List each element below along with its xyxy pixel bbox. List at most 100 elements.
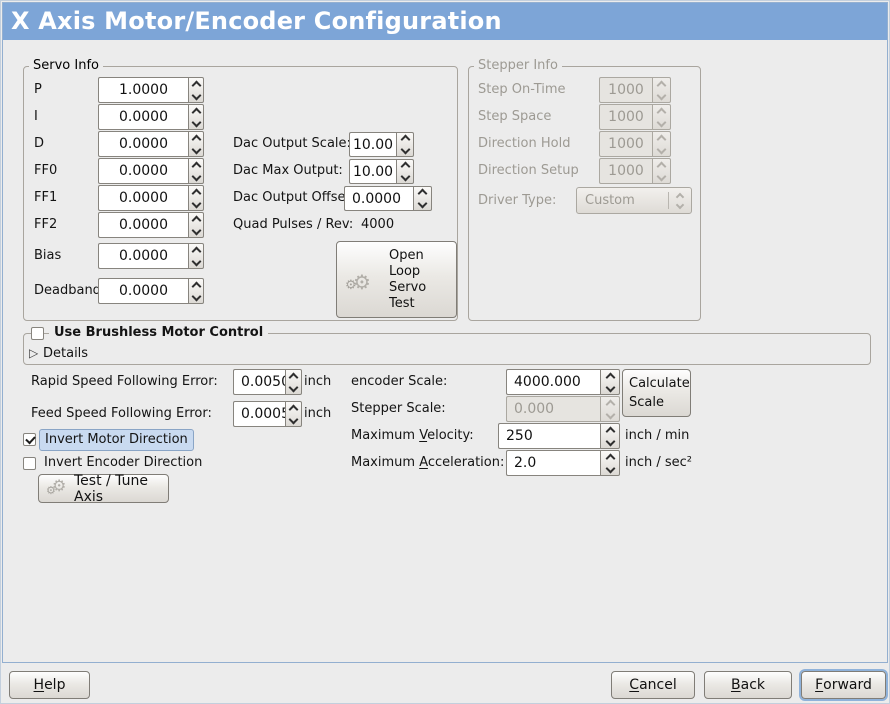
details-label: Details [43, 345, 89, 361]
spin-down-icon[interactable] [189, 256, 203, 268]
spin-up-icon[interactable] [189, 279, 203, 291]
spin-down-icon[interactable] [397, 171, 413, 184]
bias-input[interactable]: 0.0000 [98, 243, 188, 269]
spin-down-icon[interactable] [189, 144, 203, 156]
ff0-input[interactable]: 0.0000 [98, 158, 188, 184]
servo-bias-label: Bias [34, 248, 62, 263]
brushless-checkbox-label[interactable]: Use Brushless Motor Control [49, 325, 269, 341]
rapid-following-error-input[interactable]: 0.0050 [233, 369, 285, 395]
feed-following-error-spinbox[interactable]: 0.0005 [233, 401, 302, 427]
step-space-spinbox: 1000 [599, 104, 671, 130]
spin-down-icon[interactable] [189, 198, 203, 210]
ff2-spinbox[interactable]: 0.0000 [98, 212, 204, 238]
maximum-velocity-input[interactable]: 250 [498, 423, 600, 449]
invert-motor-direction-checkbox[interactable] [23, 433, 36, 446]
brushless-checkbox[interactable] [31, 327, 44, 340]
maximum-velocity-spinbox[interactable]: 250 [498, 423, 620, 449]
i-spinbox[interactable]: 0.0000 [98, 104, 204, 130]
ff1-spinbox[interactable]: 0.0000 [98, 185, 204, 211]
bias-spinbox[interactable]: 0.0000 [98, 243, 204, 269]
test-tune-axis-button[interactable]: Test / Tune Axis [38, 472, 169, 505]
open-loop-button-label: Open Loop Servo Test [389, 247, 427, 311]
deadband-input[interactable]: 0.0000 [98, 278, 188, 304]
encoder-scale-spinbox[interactable]: 4000.000 [506, 369, 620, 395]
rapid-following-error-spinbox[interactable]: 0.0050 [233, 369, 302, 395]
dac-output-offset-spinbox[interactable]: 0.0000 [344, 186, 432, 211]
spin-down-icon[interactable] [189, 225, 203, 237]
spin-down-icon[interactable] [189, 291, 203, 303]
spin-up-icon[interactable] [189, 105, 203, 117]
step-on-time-label: Step On-Time [478, 82, 566, 97]
servo-deadband-label: Deadband [34, 283, 101, 298]
open-loop-servo-test-button[interactable]: Open Loop Servo Test [336, 241, 457, 318]
spin-up-icon[interactable] [189, 244, 203, 256]
details-expander[interactable]: Details [29, 344, 88, 362]
spin-up-icon[interactable] [601, 424, 619, 436]
servo-ff2-label: FF2 [34, 217, 58, 232]
calculate-scale-button[interactable]: Calculate Scale [622, 369, 691, 417]
ff1-input[interactable]: 0.0000 [98, 185, 188, 211]
invert-encoder-direction-label[interactable]: Invert Encoder Direction [44, 455, 203, 470]
spin-down-icon[interactable] [601, 463, 619, 475]
dac-output-offset-input[interactable]: 0.0000 [344, 186, 413, 211]
maximum-acceleration-input[interactable]: 2.0 [506, 450, 600, 476]
invert-encoder-direction-checkbox[interactable] [23, 457, 36, 470]
maximum-acceleration-spinbox[interactable]: 2.0 [506, 450, 620, 476]
spin-up-icon[interactable] [189, 213, 203, 225]
encoder-scale-label: encoder Scale: [351, 374, 448, 389]
title-bar: X Axis Motor/Encoder Configuration [3, 3, 887, 40]
invert-motor-direction-label[interactable]: Invert Motor Direction [39, 429, 194, 451]
encoder-scale-input[interactable]: 4000.000 [506, 369, 600, 395]
spin-down-icon[interactable] [601, 382, 619, 394]
rapid-following-error-unit: inch [304, 374, 332, 389]
gears-icon [46, 476, 72, 502]
feed-following-error-unit: inch [304, 406, 332, 421]
spin-up-icon[interactable] [286, 370, 301, 382]
ff2-input[interactable]: 0.0000 [98, 212, 188, 238]
direction-setup-input: 1000 [599, 158, 652, 184]
d-input[interactable]: 0.0000 [98, 131, 188, 157]
spin-up-icon[interactable] [397, 133, 413, 145]
spin-down-icon[interactable] [397, 144, 413, 157]
stepper-scale-input: 0.000 [506, 396, 600, 422]
step-space-input: 1000 [599, 104, 652, 130]
stepper-info-legend: Stepper Info [474, 58, 562, 74]
p-input[interactable]: 1.0000 [98, 77, 188, 103]
p-spinbox[interactable]: 1.0000 [98, 77, 204, 103]
spin-down-icon[interactable] [189, 90, 203, 102]
ff0-spinbox[interactable]: 0.0000 [98, 158, 204, 184]
spin-down-icon[interactable] [601, 436, 619, 448]
quad-pulses-value: 4000 [361, 217, 395, 232]
spin-up-icon[interactable] [286, 402, 301, 414]
spin-up-icon[interactable] [189, 186, 203, 198]
dac-max-output-input[interactable]: 10.00 [349, 159, 396, 184]
spin-down-icon[interactable] [189, 117, 203, 129]
spin-up-icon[interactable] [189, 132, 203, 144]
d-spinbox[interactable]: 0.0000 [98, 131, 204, 157]
deadband-spinbox[interactable]: 0.0000 [98, 278, 204, 304]
spin-down-icon[interactable] [414, 198, 431, 211]
i-input[interactable]: 0.0000 [98, 104, 188, 130]
spin-down-icon[interactable] [189, 171, 203, 183]
spin-up-icon[interactable] [397, 160, 413, 172]
spin-down-icon[interactable] [286, 414, 301, 426]
spin-down-icon[interactable] [286, 382, 301, 394]
dac-output-scale-spinbox[interactable]: 10.00 [349, 132, 414, 157]
dac-max-output-spinbox[interactable]: 10.00 [349, 159, 414, 184]
feed-following-error-input[interactable]: 0.0005 [233, 401, 285, 427]
spin-up-icon[interactable] [189, 78, 203, 90]
spin-down-icon [653, 117, 670, 129]
test-tune-axis-label: Test / Tune Axis [74, 472, 148, 505]
spin-up-icon [653, 78, 670, 90]
spin-up-icon[interactable] [601, 451, 619, 463]
spin-up-icon[interactable] [189, 159, 203, 171]
stepper-info-frame [468, 66, 701, 321]
dac-output-scale-input[interactable]: 10.00 [349, 132, 396, 157]
spin-up-icon[interactable] [601, 370, 619, 382]
spin-up-icon[interactable] [414, 187, 431, 199]
driver-type-value: Custom [585, 193, 635, 208]
